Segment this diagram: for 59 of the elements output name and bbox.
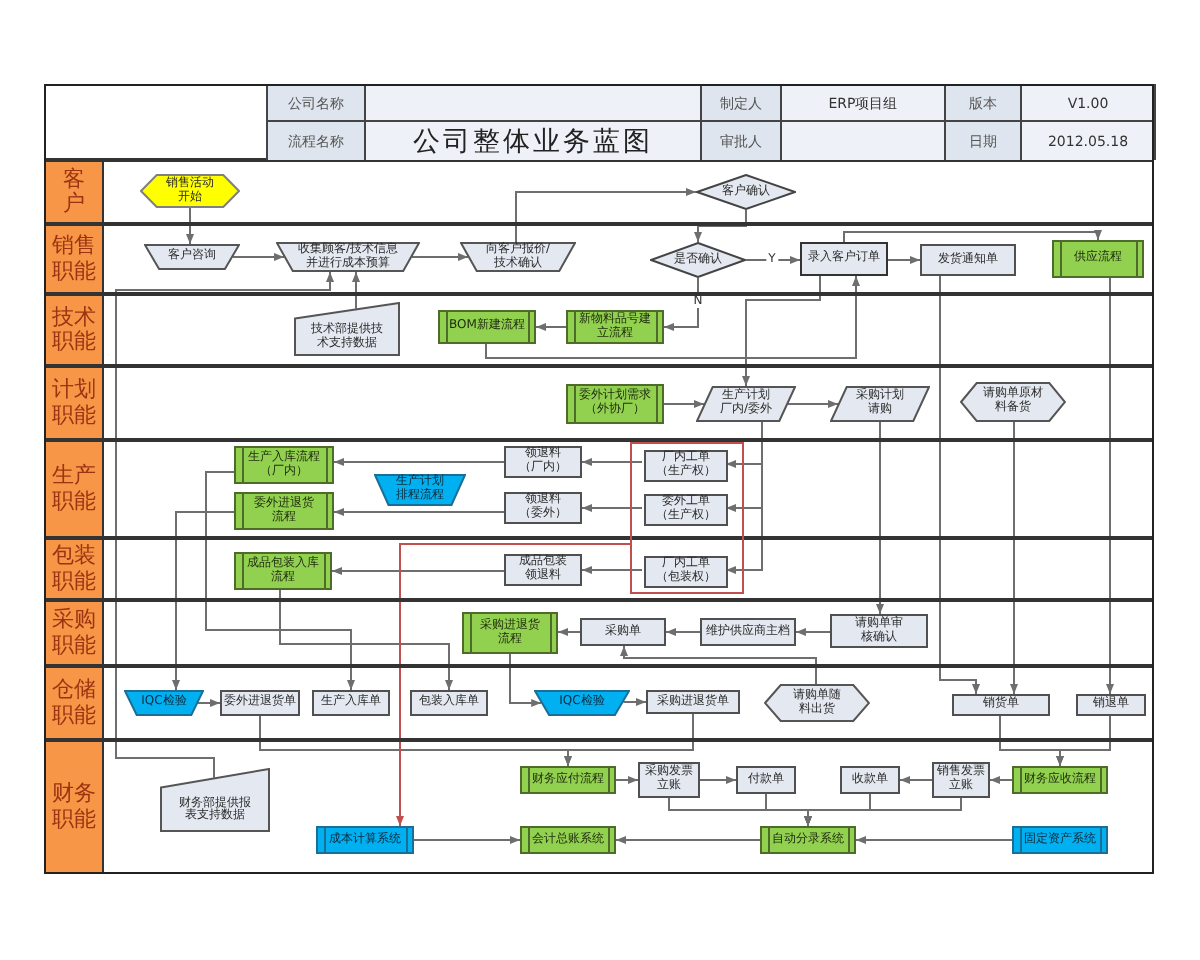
- lane-header: 采购职能: [44, 600, 104, 666]
- arrow: [1010, 421, 1018, 695]
- arrow: [352, 271, 360, 310]
- lane-header: 计划职能: [44, 366, 104, 440]
- arrow: [622, 698, 647, 706]
- arrow: [186, 207, 194, 245]
- arrow: [535, 323, 567, 331]
- arrow: [279, 589, 453, 691]
- arrow: [396, 543, 631, 827]
- lane-header: 技术职能: [44, 294, 104, 366]
- lane-header: 财务职能: [44, 740, 104, 874]
- group-frame: [630, 442, 744, 594]
- arrow: [581, 458, 643, 466]
- arrow: [899, 776, 933, 784]
- arrow: [787, 400, 839, 408]
- lane-header: 生产职能: [44, 440, 104, 538]
- arrow: [663, 277, 699, 331]
- arrow: [115, 271, 334, 779]
- arrow: [804, 797, 962, 827]
- arrow: [876, 421, 884, 615]
- lane-header: 客户: [44, 160, 104, 224]
- arrow: [795, 628, 831, 636]
- arrow: [855, 836, 1013, 844]
- arrow: [699, 776, 737, 784]
- arrow: [725, 421, 763, 574]
- arrow: [411, 253, 469, 261]
- arrow: [333, 458, 505, 466]
- arrow: [663, 400, 705, 408]
- arrow: [413, 836, 521, 844]
- table-cell: 公司整体业务蓝图: [364, 120, 702, 160]
- arrow: [333, 508, 505, 516]
- arrow: [509, 653, 543, 707]
- arrow: [694, 209, 747, 243]
- arrow: [331, 567, 505, 575]
- arrow: [989, 776, 1013, 784]
- arrow: [1106, 277, 1114, 695]
- arrow: [485, 275, 860, 359]
- arrow: [1056, 715, 1111, 767]
- arrow: [887, 256, 921, 264]
- arrow: [172, 511, 235, 691]
- arrow: [231, 253, 285, 261]
- arrow: [843, 230, 1102, 243]
- arrow: [742, 275, 821, 387]
- arrow: [615, 836, 761, 844]
- lane-header: 仓储职能: [44, 666, 104, 740]
- lane-header: 包装职能: [44, 538, 104, 600]
- arrow: [620, 645, 817, 685]
- arrow: [581, 504, 643, 512]
- arrow: [205, 471, 355, 691]
- arrow: [615, 776, 639, 784]
- arrow: [665, 628, 701, 636]
- arrow: [581, 566, 643, 574]
- arrow: [564, 713, 694, 767]
- arrow: [197, 699, 221, 707]
- arrow: [557, 628, 581, 636]
- arrow: [515, 188, 697, 243]
- arrow: [745, 256, 801, 264]
- arrow: [939, 275, 980, 695]
- lane-header: 销售职能: [44, 224, 104, 294]
